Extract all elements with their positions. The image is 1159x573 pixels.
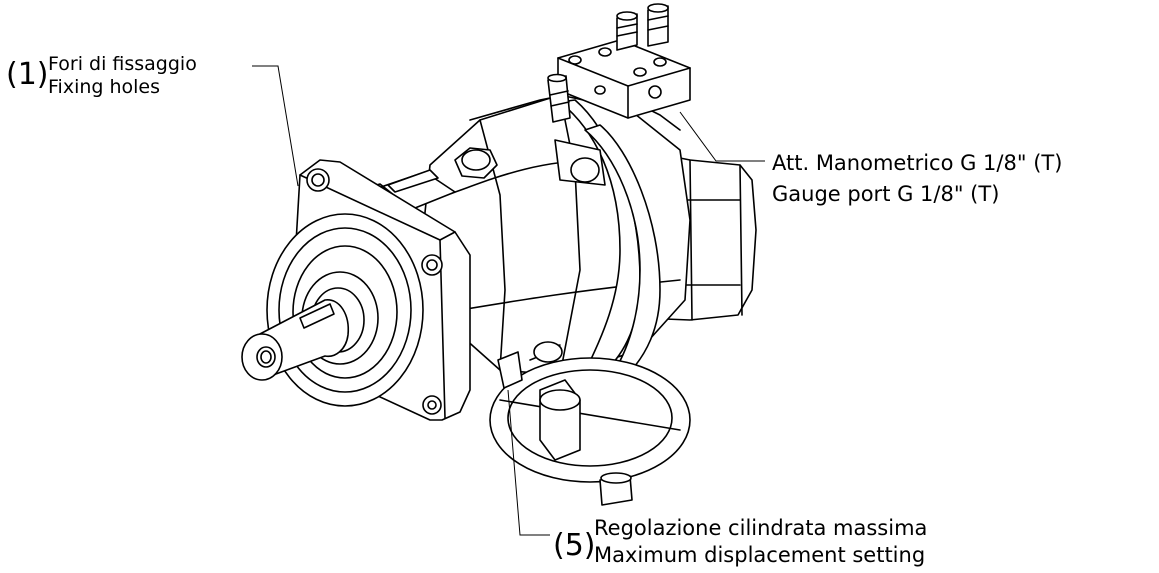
callout-label-en: Gauge port G 1/8" (T) <box>772 182 999 206</box>
callout-label-en: Fixing holes <box>48 76 160 98</box>
gauge-manifold <box>547 3 691 123</box>
leader-lines <box>252 65 765 536</box>
callout-label-it: Att. Manometrico G 1/8" (T) <box>772 151 1062 175</box>
callout-label-en: Maximum displacement setting <box>594 543 925 567</box>
front-spigot <box>266 213 424 407</box>
callout-number: (5) <box>553 528 596 563</box>
callout-fixing-holes: (1) Fori di fissaggio Fixing holes <box>6 53 197 98</box>
callout-displacement: (5) Regolazione cilindrata massima Maxim… <box>553 516 927 567</box>
displacement-adjuster <box>489 341 691 506</box>
callout-label-it: Regolazione cilindrata massima <box>594 516 927 540</box>
callout-label-it: Fori di fissaggio <box>48 53 197 75</box>
motor-drawing <box>241 3 757 506</box>
callout-gauge-port: Att. Manometrico G 1/8" (T) Gauge port G… <box>772 151 1062 206</box>
callout-number: (1) <box>6 57 49 92</box>
output-shaft <box>241 299 350 381</box>
